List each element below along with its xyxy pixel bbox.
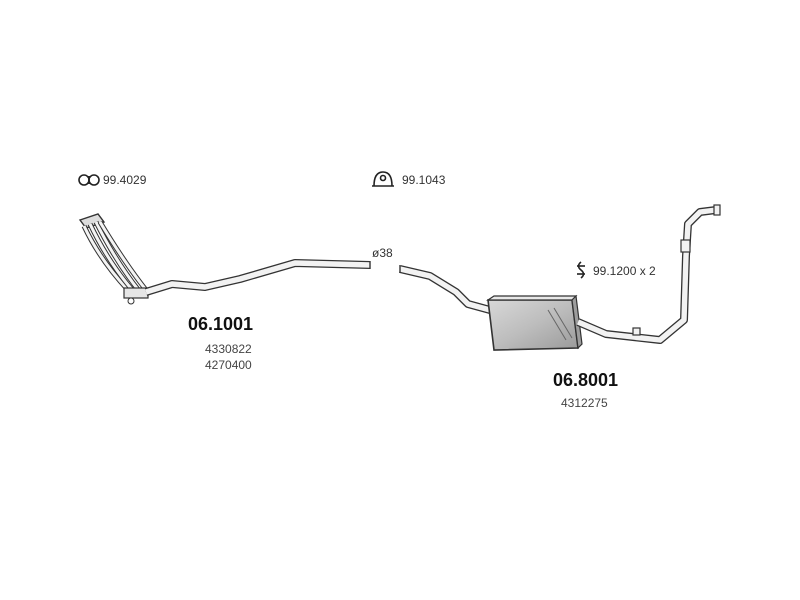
clamp-icon xyxy=(372,171,394,187)
gasket-icon xyxy=(78,174,100,186)
rear-section-06-8001 xyxy=(399,204,721,351)
rear-section-oem-ref: 4312275 xyxy=(561,396,608,410)
pipe-diameter-label: ø38 xyxy=(372,246,393,260)
rubber-hanger-icon xyxy=(577,261,585,279)
front-pipe-06-1001 xyxy=(78,213,371,305)
rear-section-part-number[interactable]: 06.8001 xyxy=(553,370,619,390)
clamp-code: 99.1043 xyxy=(402,173,446,187)
gasket-code: 99.4029 xyxy=(103,173,147,187)
front-section-part-number[interactable]: 06.1001 xyxy=(188,314,254,334)
hanger-code: 99.1200 x 2 xyxy=(593,264,656,278)
front-section-oem-ref: 4270400 xyxy=(205,358,252,372)
front-section-oem-ref: 4330822 xyxy=(205,342,252,356)
